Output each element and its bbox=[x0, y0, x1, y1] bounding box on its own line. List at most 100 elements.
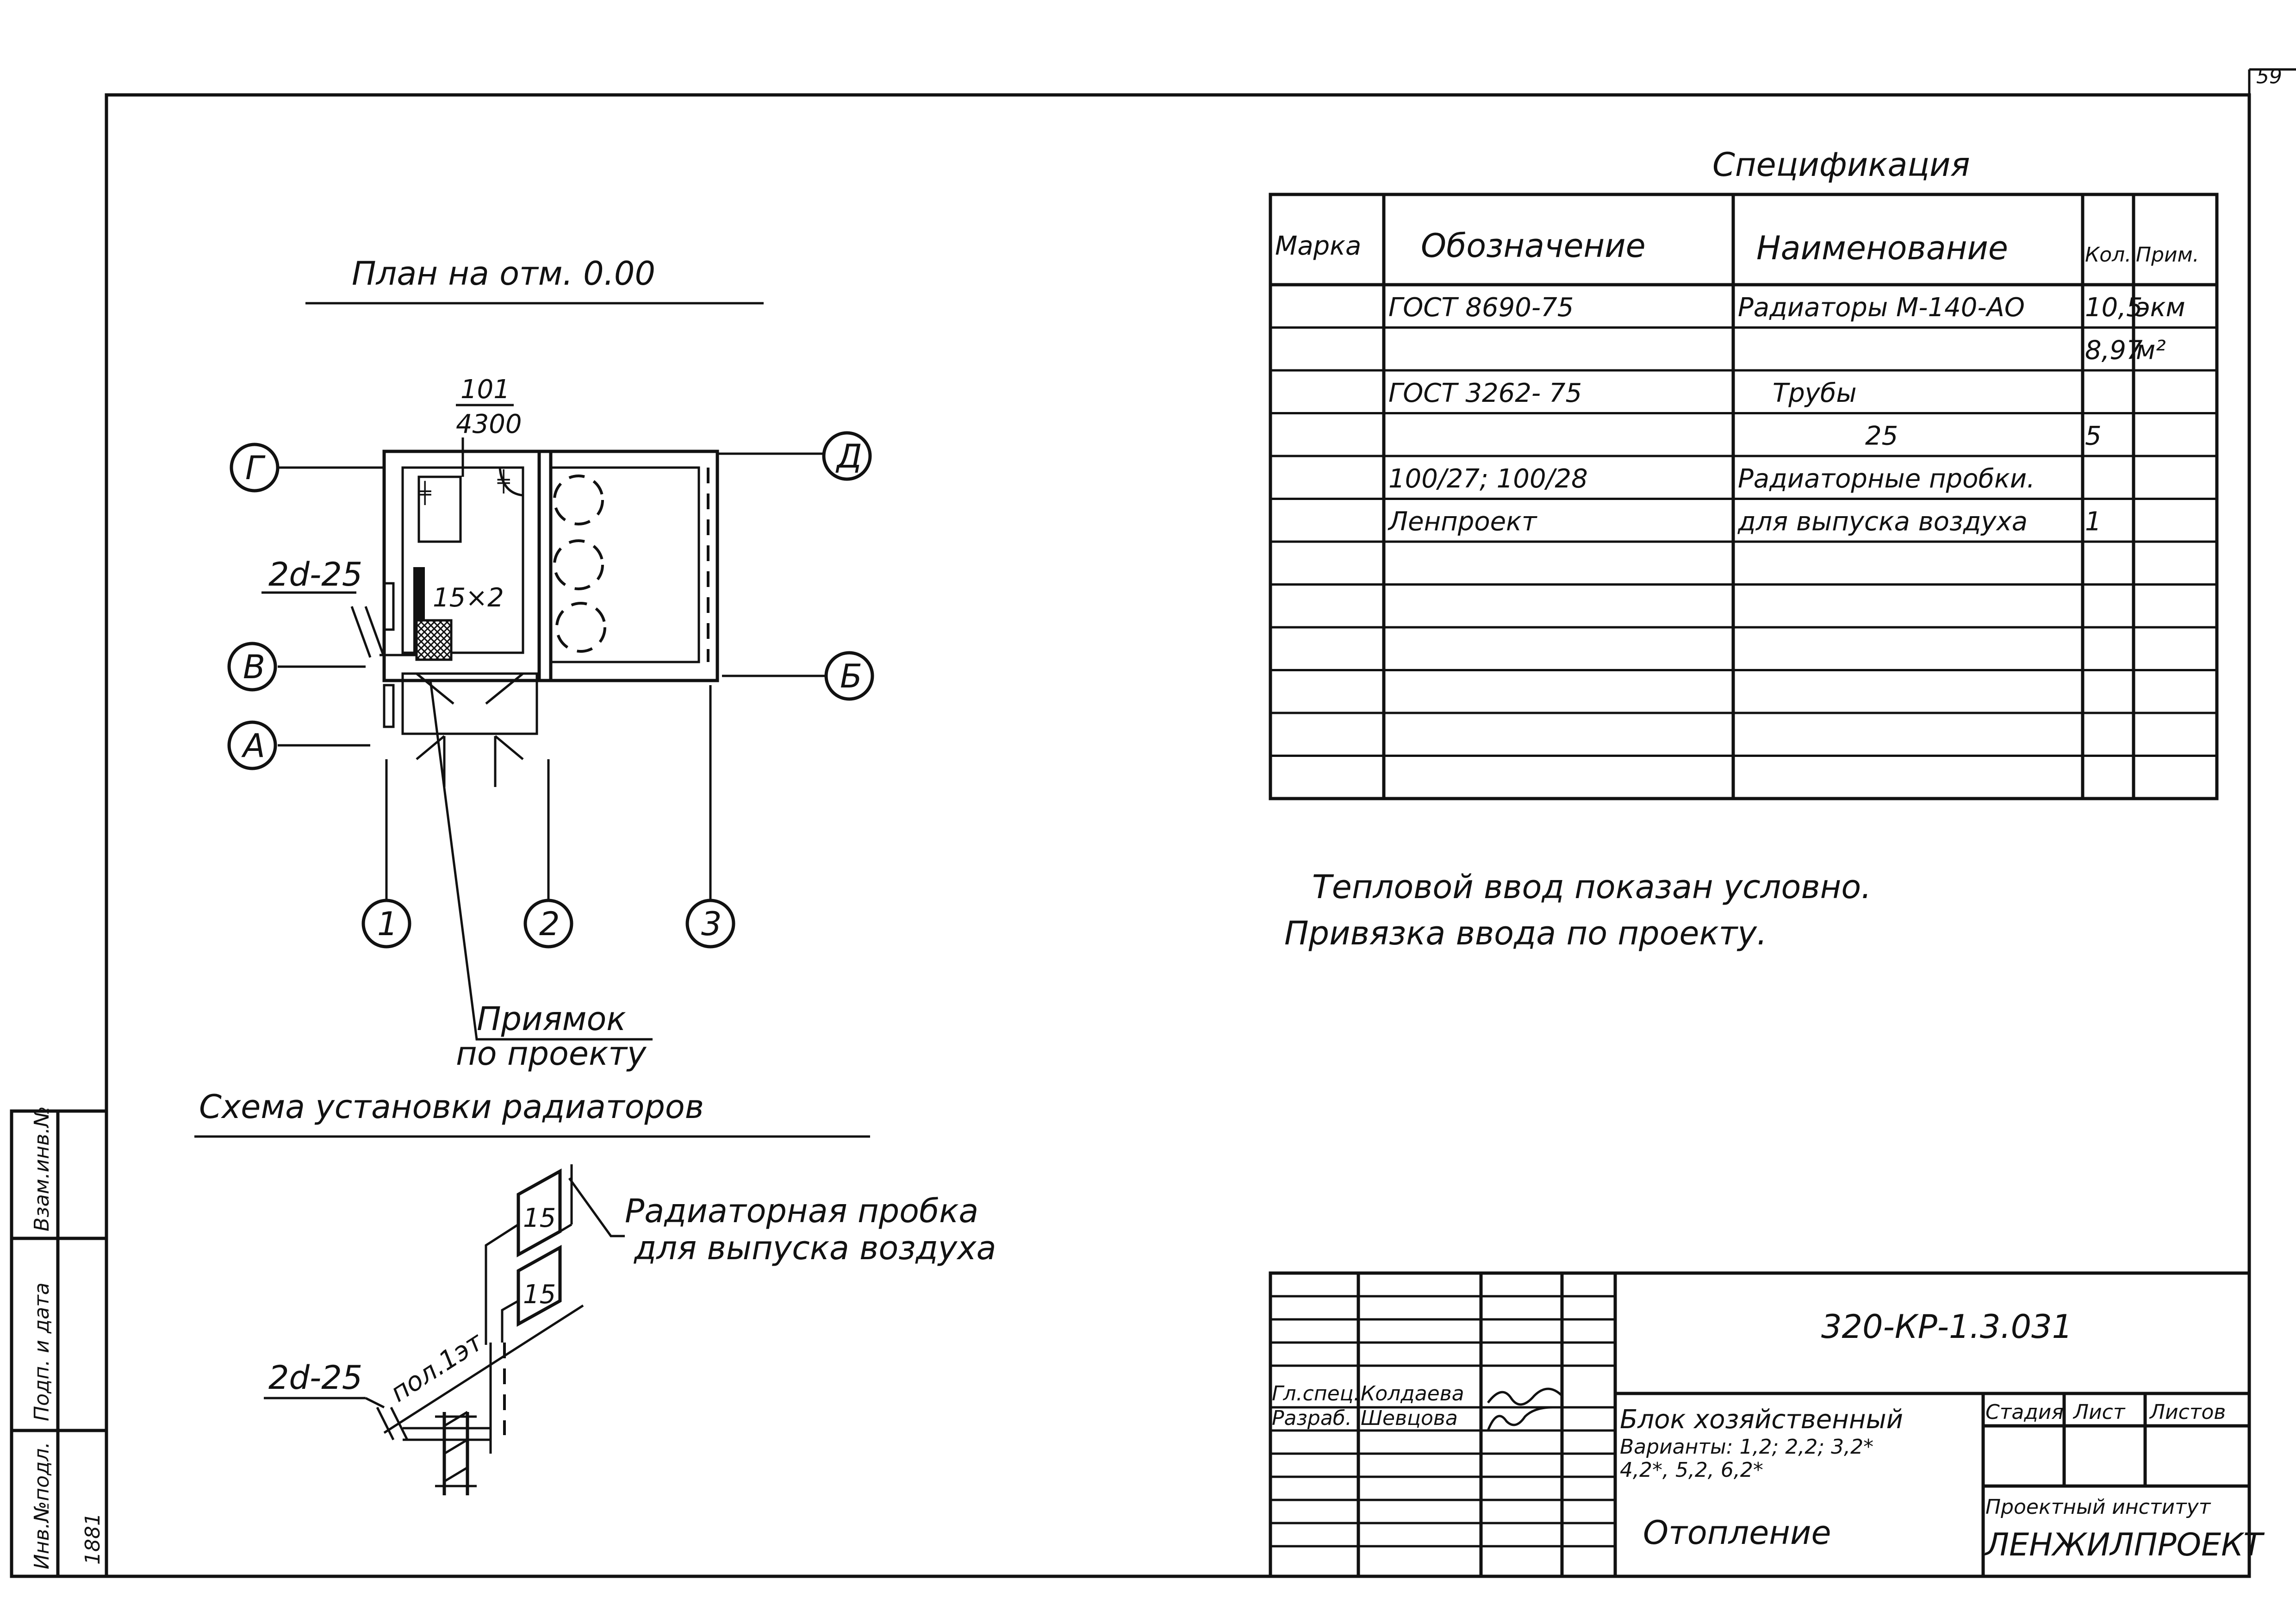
storage-tank bbox=[553, 539, 604, 590]
plug-label-line1: Радиаторная пробка bbox=[625, 1192, 978, 1230]
pit-label-line1: Приямок bbox=[477, 1000, 626, 1038]
axis-bubble-g bbox=[230, 443, 280, 493]
spec-cell: Радиаторы М-140-АО bbox=[1738, 293, 2025, 323]
storage-room bbox=[549, 466, 700, 663]
axis-label-b: Б bbox=[840, 657, 862, 695]
axis-label-d: Д bbox=[835, 437, 862, 475]
pipe-entry bbox=[390, 1406, 409, 1441]
tb-sheet-header: Лист bbox=[2072, 1400, 2126, 1424]
spec-cell: м² bbox=[2136, 336, 2166, 366]
axis-bubble-v bbox=[227, 642, 277, 692]
spec-cell: 8,97 bbox=[2085, 336, 2143, 366]
scheme-pipe-label: 2d-25 bbox=[268, 1359, 362, 1397]
axis-bubble-d bbox=[822, 431, 872, 481]
radiator-lower bbox=[516, 1245, 562, 1327]
spec-cell: 100/27; 100/28 bbox=[1388, 464, 1588, 494]
wall-segment bbox=[383, 582, 395, 631]
storage-tank bbox=[555, 602, 606, 653]
floor-plan: План на отм. 0.00 101 4300 ╪ ╪ 15×2 bbox=[227, 255, 874, 1073]
wall-hatch bbox=[443, 1466, 468, 1483]
spec-cell: 25 bbox=[1865, 421, 1898, 451]
radiator-lower-label: 15 bbox=[523, 1280, 556, 1310]
side-stamp-col1: Инв.№подл. bbox=[30, 1442, 54, 1569]
spec-table-frame bbox=[1269, 193, 2219, 800]
storage-tank bbox=[553, 475, 604, 525]
tb-code: 320-КР-1.3.031 bbox=[1821, 1308, 2072, 1346]
spec-header-note: Прим. bbox=[2136, 243, 2199, 267]
spec-cell: Трубы bbox=[1773, 378, 1857, 408]
note-line-1: Тепловой ввод показан условно. bbox=[1312, 868, 1871, 906]
tb-drawing-name: Отопление bbox=[1643, 1514, 1831, 1552]
axis-label-1: 1 bbox=[377, 905, 398, 943]
axis-label-a: А bbox=[241, 727, 265, 765]
spec-header-designation: Обозначение bbox=[1421, 227, 1646, 265]
tb-role1: Гл.спец. bbox=[1272, 1382, 1360, 1405]
tb-object-line3: 4,2*, 5,2, 6,2* bbox=[1620, 1458, 1763, 1482]
axis-label-3: 3 bbox=[701, 905, 722, 943]
steps-line bbox=[416, 735, 445, 760]
wall-segment bbox=[383, 684, 395, 728]
sink-fixture bbox=[417, 475, 462, 543]
pit-diagonal bbox=[485, 673, 524, 705]
riser-pipe bbox=[501, 1299, 519, 1343]
side-stamp-col3: Взам.инв.№ bbox=[30, 1106, 54, 1231]
note-line-2: Привязка ввода по проекту. bbox=[1284, 914, 1767, 952]
entrance-vestibule bbox=[401, 672, 538, 735]
sheet-number: 59 bbox=[2256, 65, 2282, 88]
door-swing bbox=[498, 467, 523, 497]
axis-bubble-3 bbox=[685, 899, 735, 949]
fixture-glyph: ╪ bbox=[497, 469, 510, 493]
spec-cell: ГОСТ 8690-75 bbox=[1388, 293, 1574, 323]
spec-cell: ГОСТ 3262- 75 bbox=[1388, 378, 1582, 408]
floor-label: пол.1эт bbox=[385, 1326, 489, 1408]
spec-cell: 5 bbox=[2085, 421, 2102, 451]
spec-title: Спецификация bbox=[1712, 146, 1970, 184]
room-area: 4300 bbox=[456, 409, 522, 439]
pipe-entry bbox=[376, 1406, 395, 1441]
heat-input-hatched bbox=[415, 619, 453, 661]
title-block: 320-КР-1.3.031 Гл.спец. Колдаева Разраб.… bbox=[1269, 1271, 2265, 1578]
steps-line bbox=[494, 735, 524, 760]
plug-label-line2: для выпуска воздуха bbox=[634, 1229, 996, 1267]
side-stamp-col2: Подп. и дата bbox=[30, 1282, 54, 1421]
axis-label-g: Г bbox=[245, 449, 266, 487]
tb-role2: Разраб. bbox=[1272, 1406, 1352, 1430]
axis-bubble-2 bbox=[523, 899, 573, 949]
tb-stage-header: Стадия bbox=[1985, 1400, 2064, 1424]
wall-hatch bbox=[443, 1438, 468, 1455]
spec-cell: для выпуска воздуха bbox=[1737, 507, 2028, 537]
spec-header-mark: Марка bbox=[1275, 231, 1361, 261]
plan-title: План на отм. 0.00 bbox=[352, 255, 655, 293]
scheme-pipe-leader bbox=[365, 1397, 385, 1409]
side-stamp-inv: 1881 bbox=[81, 1513, 105, 1565]
axis-bubble-1 bbox=[361, 899, 411, 949]
riser-pipe bbox=[485, 1223, 519, 1345]
axis-label-2: 2 bbox=[539, 905, 560, 943]
wall-hatch bbox=[443, 1411, 468, 1427]
tap-glyph: ╪ bbox=[418, 481, 431, 505]
spec-cell: 10,5 bbox=[2085, 293, 2143, 323]
pipe-label: 2d-25 bbox=[268, 556, 362, 593]
tb-object-line1: Блок хозяйственный bbox=[1620, 1405, 1903, 1435]
scheme-title: Схема установки радиаторов bbox=[199, 1088, 704, 1126]
room-number: 101 bbox=[460, 375, 510, 405]
spec-header-name: Наименование bbox=[1756, 229, 2008, 267]
axis-bubble-b bbox=[824, 651, 874, 701]
spec-cell: 1 bbox=[2085, 507, 2102, 537]
signature-1 bbox=[1487, 1387, 1563, 1406]
floor-line bbox=[383, 1304, 584, 1434]
spec-header-qty: Кол. bbox=[2085, 243, 2131, 267]
side-stamp: Взам.инв.№ Подп. и дата Инв.№подл. 1881 bbox=[10, 1106, 108, 1578]
radiator-label: 15×2 bbox=[433, 583, 504, 613]
tb-sheets-header: Листов bbox=[2149, 1400, 2226, 1424]
pit-diagonal bbox=[416, 673, 454, 705]
tb-org-line1: Проектный институт bbox=[1985, 1495, 2211, 1519]
spec-cell: Радиаторные пробки. bbox=[1738, 464, 2035, 494]
pit-label-line2: по проекту bbox=[456, 1035, 647, 1073]
spec-cell: Ленпроект bbox=[1388, 507, 1537, 537]
tb-name2: Шевцова bbox=[1361, 1406, 1458, 1430]
plug-leader bbox=[568, 1177, 625, 1237]
radiator-scheme: Схема установки радиаторов 15 15 Радиато… bbox=[194, 1088, 996, 1495]
boiler-room bbox=[401, 466, 524, 654]
